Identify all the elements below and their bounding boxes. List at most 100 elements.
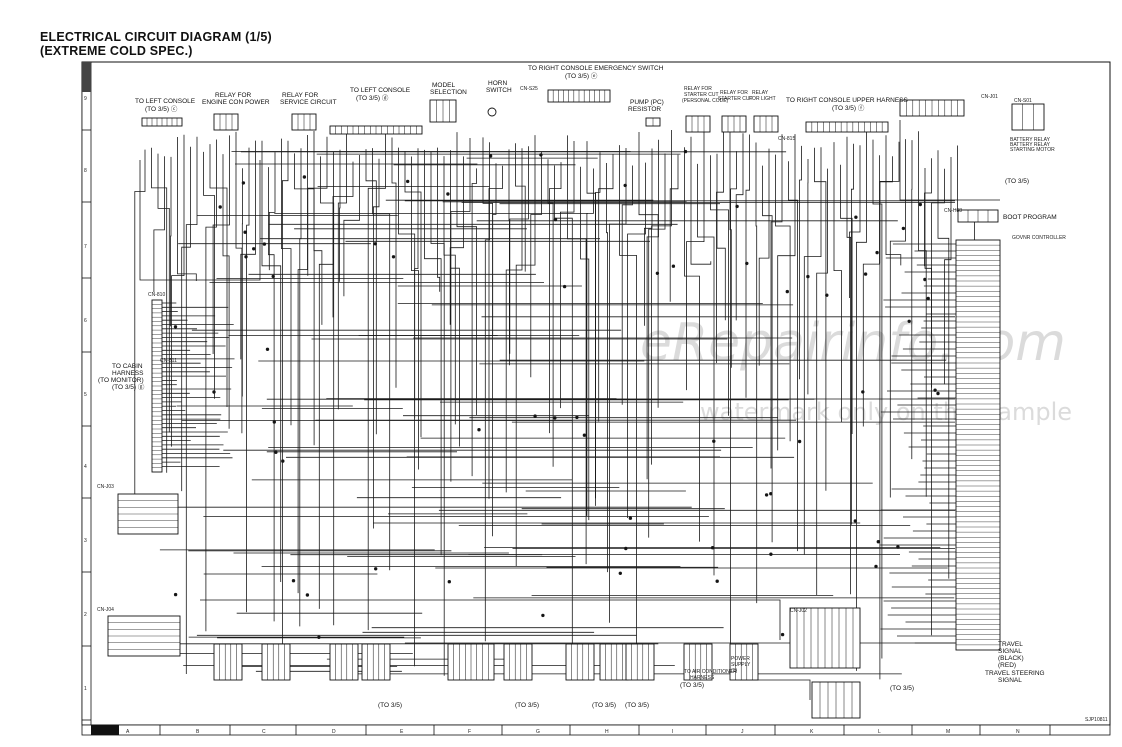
connector-cn-s01: CN-S01 <box>1014 98 1032 104</box>
junction-dot <box>173 325 178 329</box>
label-right-console-upper-ref: (TO 3/5) ⓕ <box>832 104 865 112</box>
wire <box>268 167 275 622</box>
junction-dot <box>715 579 719 583</box>
label-relay-starter-2b: STARTER CUT <box>718 96 753 102</box>
label-model-selection: MODEL <box>432 82 456 89</box>
wire <box>885 135 902 266</box>
junction-dot <box>575 415 579 420</box>
wire <box>775 154 791 442</box>
junction-dot <box>274 450 278 454</box>
top-labels: TO LEFT CONSOLE (TO 3/5) ⓒ RELAY FOR ENG… <box>135 65 1066 241</box>
wire <box>735 133 744 321</box>
junction-dot <box>317 635 321 639</box>
connector-boot-program <box>957 209 999 223</box>
col-marker-I: I <box>672 729 673 735</box>
page-title: ELECTRICAL CIRCUIT DIAGRAM (1/5) (EXTREM… <box>40 30 272 58</box>
junction-dot <box>933 388 937 392</box>
junction-dot <box>918 202 922 207</box>
connector-cn-j02-block <box>789 607 861 669</box>
wire <box>646 139 659 480</box>
horn-switch-symbol <box>487 107 497 117</box>
label-to-3-5-l: (TO 3/5) <box>890 685 914 692</box>
bottom-connector-4 <box>361 643 391 681</box>
junction-dot <box>671 264 676 268</box>
label-horn-switch-2: SWITCH <box>486 87 512 94</box>
label-relay-starter-1: RELAY FOR <box>684 86 712 92</box>
label-power-supply-3: (1) <box>731 668 737 674</box>
junction-dot <box>488 154 493 158</box>
connector-cn-815: CN-815 <box>778 136 795 142</box>
junction-dot <box>780 632 785 637</box>
label-cabin-harness-3: (TO MONITOR) <box>98 377 144 384</box>
wire <box>282 140 289 662</box>
wire <box>846 136 851 595</box>
col-marker-K: K <box>810 729 814 735</box>
wire <box>586 168 594 516</box>
junction-dot <box>305 593 310 597</box>
label-model-selection-2: SELECTION <box>430 89 467 96</box>
label-to-3-5-g: (TO 3/5) <box>515 702 539 709</box>
wire <box>651 130 672 465</box>
label-right-console-emergency-ref: (TO 3/5) ⓔ <box>565 72 598 80</box>
wire <box>755 142 758 604</box>
row-marker-5: 5 <box>84 392 87 398</box>
wire <box>899 120 1000 201</box>
wire <box>367 133 386 631</box>
wire <box>814 147 827 491</box>
bottom-connector-11 <box>729 643 759 681</box>
label-power-supply: POWER <box>731 656 750 662</box>
wire <box>515 143 526 272</box>
label-relay-light: RELAY <box>752 90 769 96</box>
wire <box>595 152 601 499</box>
junction-dot <box>861 390 865 394</box>
col-marker-J: J <box>741 729 744 735</box>
wire <box>745 134 750 398</box>
connector-cn-810-block <box>151 299 163 473</box>
left-labels: TO CABIN HARNESS (TO MONITOR) (TO 3/5) ⓖ… <box>97 292 177 613</box>
wire <box>240 140 256 360</box>
junction-dot <box>541 613 545 618</box>
wire <box>313 131 323 325</box>
row-marker-8: 8 <box>84 168 87 174</box>
junction-dot <box>745 261 749 266</box>
label-pump-resistor: PUMP (PC) <box>630 99 664 106</box>
diagram-frame <box>81 61 1111 736</box>
label-relay-starter-2: RELAY FOR <box>720 90 748 96</box>
wire <box>398 147 416 419</box>
wire <box>710 155 729 416</box>
junction-dot <box>533 414 537 418</box>
wire <box>203 151 215 399</box>
row-marker-4: 4 <box>84 464 87 470</box>
wire <box>235 131 243 434</box>
col-marker-E: E <box>400 729 404 735</box>
wire <box>505 148 523 493</box>
wire <box>424 149 442 556</box>
wire <box>547 159 554 467</box>
junction-dot <box>281 459 285 463</box>
junction-dot <box>896 545 900 549</box>
junction-dot <box>797 439 802 444</box>
label-battery-relay-2: BATTERY RELAY <box>1010 142 1051 148</box>
label-left-console-1-ref: (TO 3/5) ⓒ <box>145 105 178 113</box>
bottom-connector-2 <box>261 643 291 681</box>
wire <box>365 149 377 435</box>
connector-cn-j02: CN-J02 <box>790 608 807 614</box>
wire <box>788 161 798 552</box>
label-travel-steering-2: SIGNAL <box>998 677 1022 684</box>
junction-dot <box>901 226 906 231</box>
label-air-conditioner: TO AIR CONDITIONER <box>684 669 737 675</box>
label-left-console-2: TO LEFT CONSOLE <box>350 87 411 94</box>
label-horn-switch: HORN <box>488 80 507 87</box>
junction-dot <box>764 493 769 497</box>
label-to-3-5-right: (TO 3/5) <box>1005 178 1029 185</box>
wire <box>450 150 460 447</box>
wire <box>281 138 292 426</box>
label-relay-light-2: FOR LIGHT <box>749 96 776 102</box>
bottom-labels: (TO 3/5) (TO 3/5) (TO 3/5) (TO 3/5) (TO … <box>378 178 1108 723</box>
wiring-network <box>134 120 1000 700</box>
wire <box>684 147 700 542</box>
junction-dot <box>624 546 628 551</box>
junction-dot <box>291 579 296 583</box>
row-marker-3: 3 <box>84 538 87 544</box>
